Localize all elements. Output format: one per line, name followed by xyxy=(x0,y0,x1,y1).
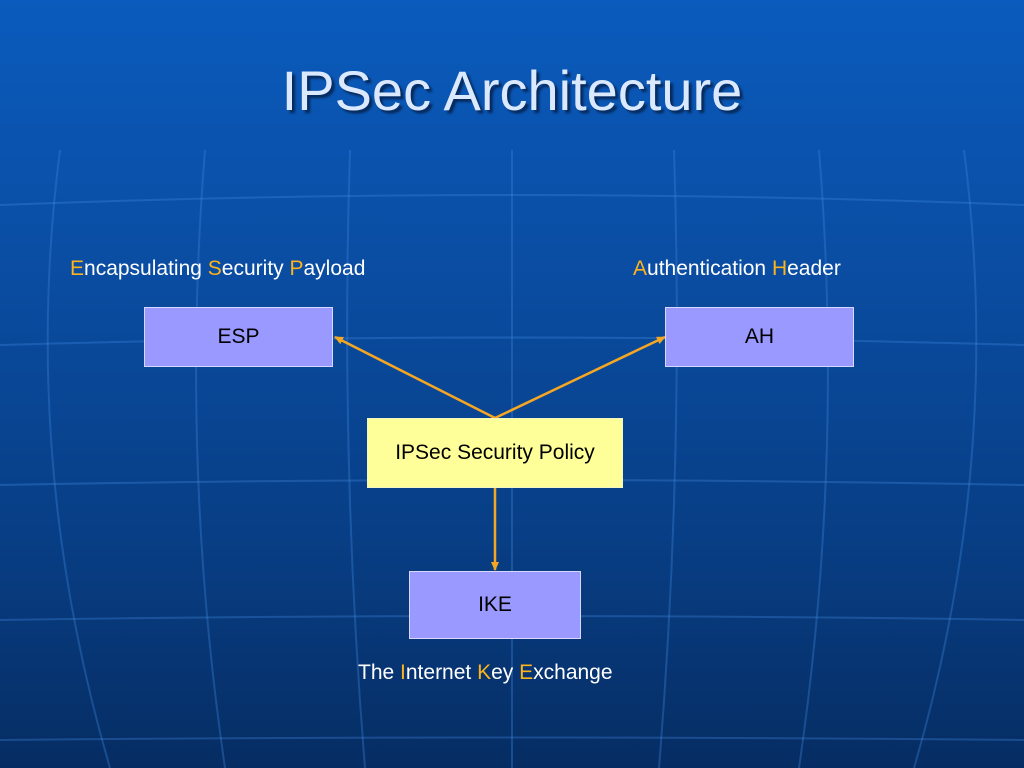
esp-caption-part: E xyxy=(70,257,85,280)
esp-caption-part: P xyxy=(289,257,304,280)
ike-caption-part: K xyxy=(477,661,492,684)
esp-caption: Encapsulating Security Payload xyxy=(70,257,365,281)
esp-caption-part: ayload xyxy=(303,257,366,280)
ah-caption: Authentication Header xyxy=(633,257,841,281)
esp-caption-part: S xyxy=(207,257,222,280)
ah-caption-part: eader xyxy=(787,257,841,280)
ike-caption-part: ey xyxy=(491,661,520,684)
ah-caption-part: A xyxy=(633,257,648,280)
ike-caption-part: I xyxy=(400,661,406,684)
security-policy-box: IPSec Security Policy xyxy=(367,418,623,488)
ah-box: AH xyxy=(665,307,854,367)
esp-box: ESP xyxy=(144,307,333,367)
slide-title: IPSec Architecture xyxy=(281,59,743,122)
ike-box: IKE xyxy=(409,571,581,639)
ike-caption-part: The xyxy=(358,661,401,684)
ike-caption-part: xchange xyxy=(533,661,613,684)
ah-caption-part: H xyxy=(771,257,788,280)
ike-caption-part: nternet xyxy=(405,661,478,684)
ike-caption: The Internet Key Exchange xyxy=(358,661,613,685)
ike-caption-part: E xyxy=(519,661,534,684)
ah-caption-part: uthentication xyxy=(647,257,772,280)
esp-caption-part: ecurity xyxy=(221,257,290,280)
esp-caption-part: ncapsulating xyxy=(84,257,208,280)
